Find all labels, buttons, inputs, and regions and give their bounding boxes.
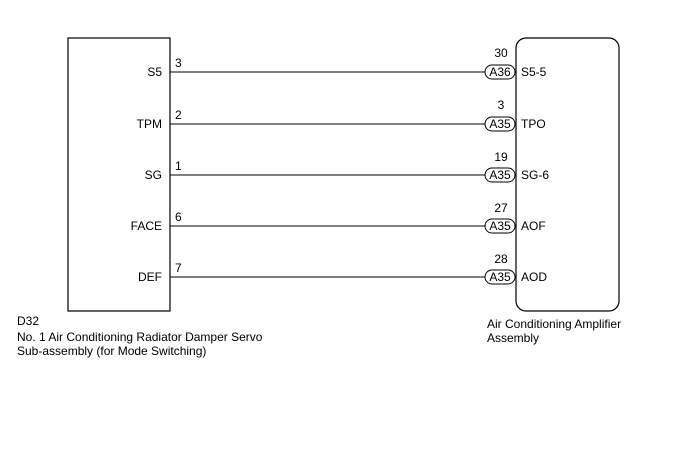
connector-code: A35: [489, 219, 511, 233]
wire-tpm: TPM 2 A35 3 TPO: [137, 98, 546, 132]
wire-s5: S5 3 A36 30 S5-5: [147, 46, 547, 80]
right-pin-number: 3: [498, 98, 505, 112]
connector-oval: [484, 116, 516, 132]
right-component-name-line2: Assembly: [487, 331, 540, 345]
right-terminal-label: SG-6: [521, 168, 549, 182]
wire-def: DEF 7 A35 28 AOD: [138, 252, 547, 285]
left-component-code: D32: [17, 314, 40, 328]
right-pin-number: 28: [494, 252, 508, 266]
connector-oval: [484, 218, 516, 234]
connector-code: A35: [489, 168, 511, 182]
left-pin-number: 2: [175, 108, 182, 122]
right-terminal-label: TPO: [521, 117, 546, 131]
connector-code: A35: [489, 117, 511, 131]
right-component-name-line1: Air Conditioning Amplifier: [487, 317, 622, 331]
right-component-box: [515, 37, 620, 312]
right-terminal-label: S5-5: [521, 65, 547, 79]
left-pin-number: 1: [175, 159, 182, 173]
left-terminal-label: DEF: [138, 270, 162, 284]
connector-oval: [484, 64, 516, 80]
right-terminal-label: AOF: [521, 219, 546, 233]
left-terminal-label: FACE: [131, 219, 162, 233]
wire-sg: SG 1 A35 19 SG-6: [145, 150, 549, 183]
left-component-name-line1: No. 1 Air Conditioning Radiator Damper S…: [17, 330, 263, 344]
left-pin-number: 7: [175, 261, 182, 275]
right-pin-number: 30: [494, 46, 508, 60]
left-pin-number: 3: [175, 56, 182, 70]
left-terminal-label: SG: [145, 168, 162, 182]
connector-code: A36: [489, 65, 511, 79]
left-terminal-label: TPM: [137, 117, 162, 131]
connector-oval: [484, 269, 516, 285]
wire-face: FACE 6 A35 27 AOF: [131, 201, 546, 234]
right-pin-number: 27: [494, 201, 508, 215]
connector-oval: [484, 167, 516, 183]
left-pin-number: 6: [175, 210, 182, 224]
connector-code: A35: [489, 270, 511, 284]
right-pin-number: 19: [494, 150, 508, 164]
left-terminal-label: S5: [147, 65, 162, 79]
left-component-name-line2: Sub-assembly (for Mode Switching): [17, 344, 207, 358]
right-terminal-label: AOD: [521, 270, 547, 284]
